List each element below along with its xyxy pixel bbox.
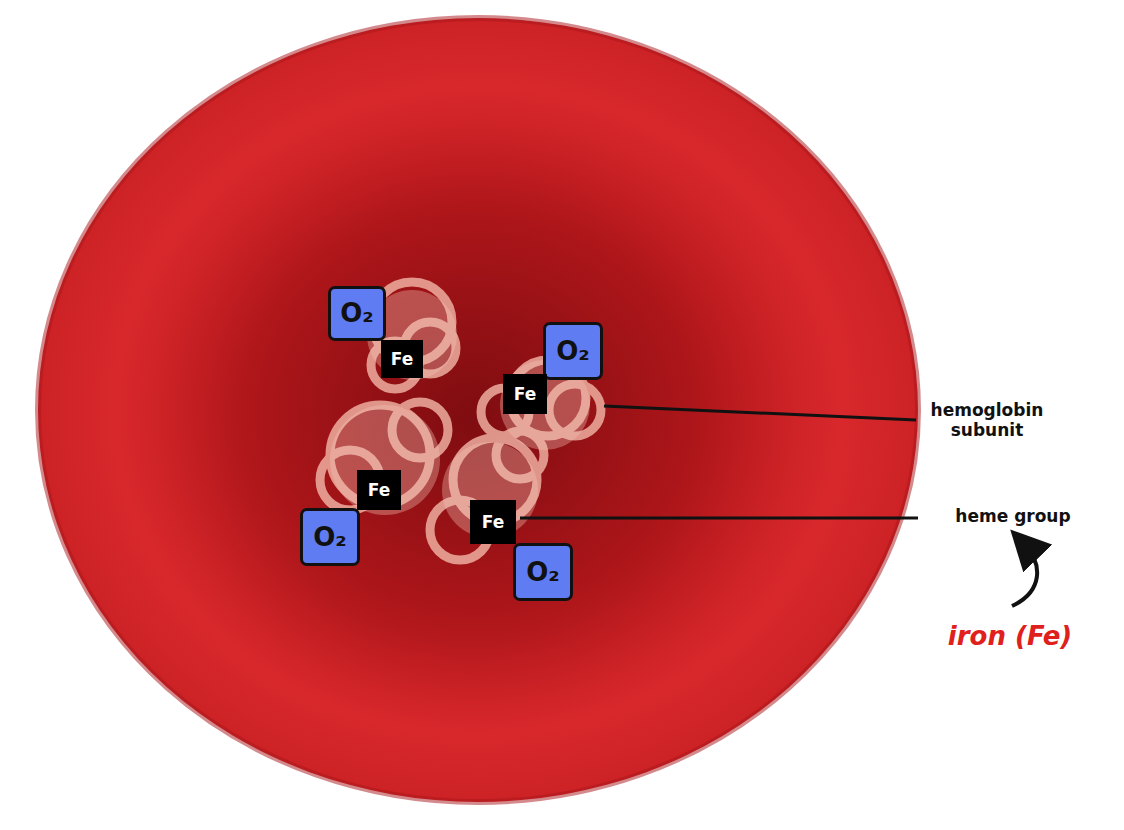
element-label: iron (Fe) [925,622,1095,652]
box-text: O₂ [340,299,374,328]
box-text: O₂ [526,558,560,587]
oxygen-box: O₂ [543,322,603,380]
box-text: Fe [391,350,413,369]
box-text: O₂ [556,337,590,366]
iron-box: Fe [381,340,423,378]
oxygen-box: O₂ [300,508,360,566]
iron-box: Fe [357,470,401,510]
box-text: O₂ [313,523,347,552]
iron-box: Fe [503,374,547,414]
iron-box: Fe [470,500,516,544]
leader-line [520,517,918,520]
box-text: Fe [368,481,390,500]
part-label: hemoglobin subunit [917,401,1057,440]
oxygen-box: O₂ [328,286,386,341]
cell-dimple [140,110,800,730]
box-text: Fe [514,385,536,404]
leader-line [604,406,916,420]
cell-body [38,18,918,802]
oxygen-box: O₂ [513,543,573,601]
part-label: heme group [933,507,1093,527]
curved-arrow [1012,544,1037,606]
box-text: Fe [482,513,504,532]
